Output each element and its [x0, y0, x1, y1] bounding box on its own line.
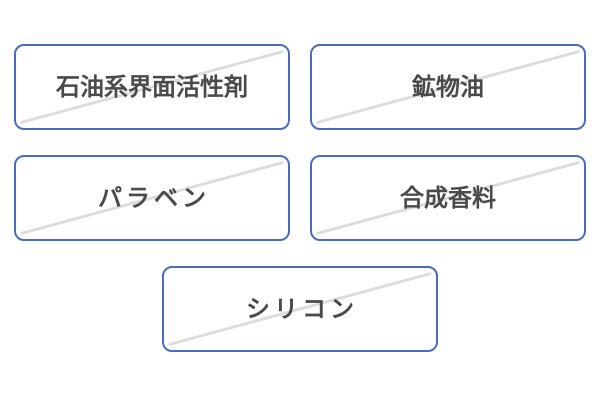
excluded-ingredient-label: パラベン: [98, 184, 210, 212]
excluded-ingredient-box-mineral-oil[interactable]: 鉱物油: [310, 44, 586, 130]
excluded-ingredient-label: 石油系界面活性剤: [56, 73, 248, 101]
excluded-ingredient-box-petroleum-surfactant[interactable]: 石油系界面活性剤: [14, 44, 290, 130]
excluded-ingredient-label: シリコン: [246, 295, 358, 323]
excluded-ingredient-label: 合成香料: [400, 184, 496, 212]
excluded-ingredient-box-synthetic-fragrance[interactable]: 合成香料: [310, 155, 586, 241]
excluded-ingredient-label: 鉱物油: [412, 73, 484, 101]
excluded-ingredient-box-silicone[interactable]: シリコン: [162, 266, 438, 352]
excluded-ingredient-box-paraben[interactable]: パラベン: [14, 155, 290, 241]
